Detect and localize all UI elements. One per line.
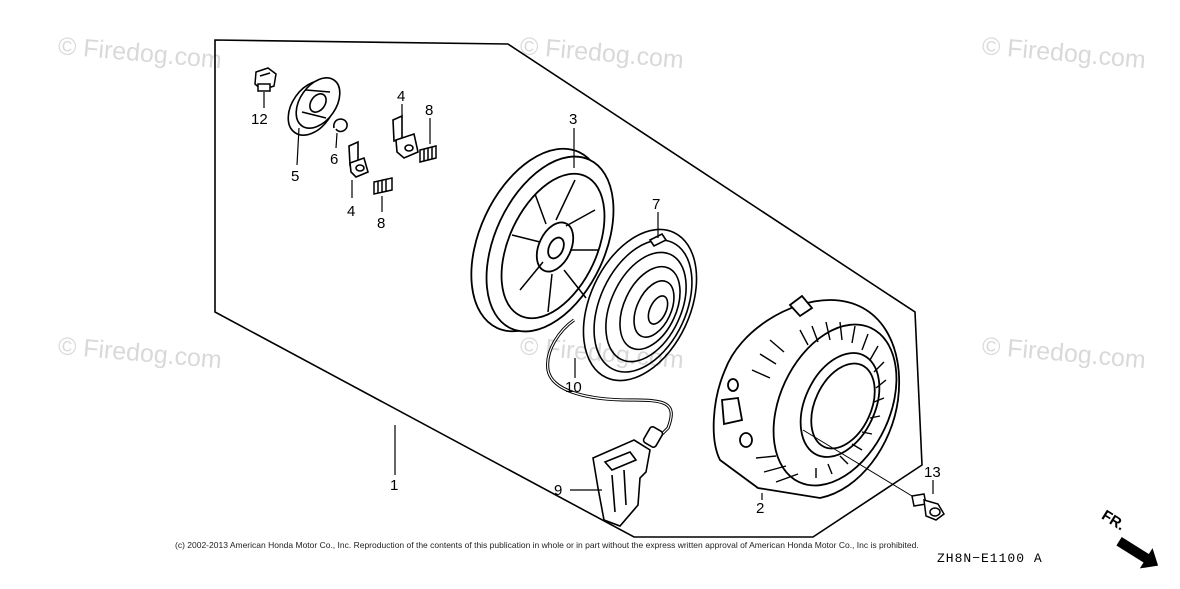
- assembly-outline: [214, 39, 923, 538]
- part-8-spring-upper[interactable]: [419, 145, 437, 163]
- callout-6: 6: [330, 151, 338, 168]
- callout-5: 5: [291, 168, 299, 185]
- front-indicator-label: FR.: [1098, 507, 1128, 534]
- callout-3: 3: [569, 111, 577, 128]
- leader-lines: [263, 92, 934, 500]
- callout-4-lower: 4: [347, 203, 355, 220]
- part-6-clip[interactable]: [333, 118, 348, 133]
- part-2-starter-case[interactable]: [712, 294, 921, 505]
- part-3-reel[interactable]: [444, 128, 639, 353]
- callout-2: 2: [756, 500, 764, 517]
- callout-9: 9: [554, 482, 562, 499]
- part-12-bolt[interactable]: [254, 67, 277, 92]
- part-4-pawl-upper[interactable]: [392, 114, 419, 159]
- part-8-spring-lower[interactable]: [373, 177, 393, 195]
- part-4-pawl-lower[interactable]: [348, 140, 369, 178]
- part-7-spiral-spring[interactable]: [561, 211, 719, 398]
- callout-8-upper: 8: [425, 102, 433, 119]
- callout-12: 12: [251, 111, 268, 128]
- callout-7: 7: [652, 196, 660, 213]
- part-9-grip[interactable]: [592, 439, 651, 527]
- front-direction-arrow: FR.: [1098, 507, 1159, 569]
- part-5-ratchet-plate[interactable]: [278, 70, 348, 144]
- diagram-code: ZH8N−E1100 A: [937, 551, 1043, 566]
- callout-13: 13: [924, 464, 941, 481]
- callout-1: 1: [390, 477, 398, 494]
- part-13-bolt[interactable]: [911, 493, 945, 521]
- callout-4-upper: 4: [397, 88, 405, 105]
- callout-10: 10: [565, 379, 582, 396]
- callout-8-lower: 8: [377, 215, 385, 232]
- copyright-notice: (c) 2002-2013 American Honda Motor Co., …: [175, 540, 919, 550]
- case-vent-slots: [751, 321, 887, 483]
